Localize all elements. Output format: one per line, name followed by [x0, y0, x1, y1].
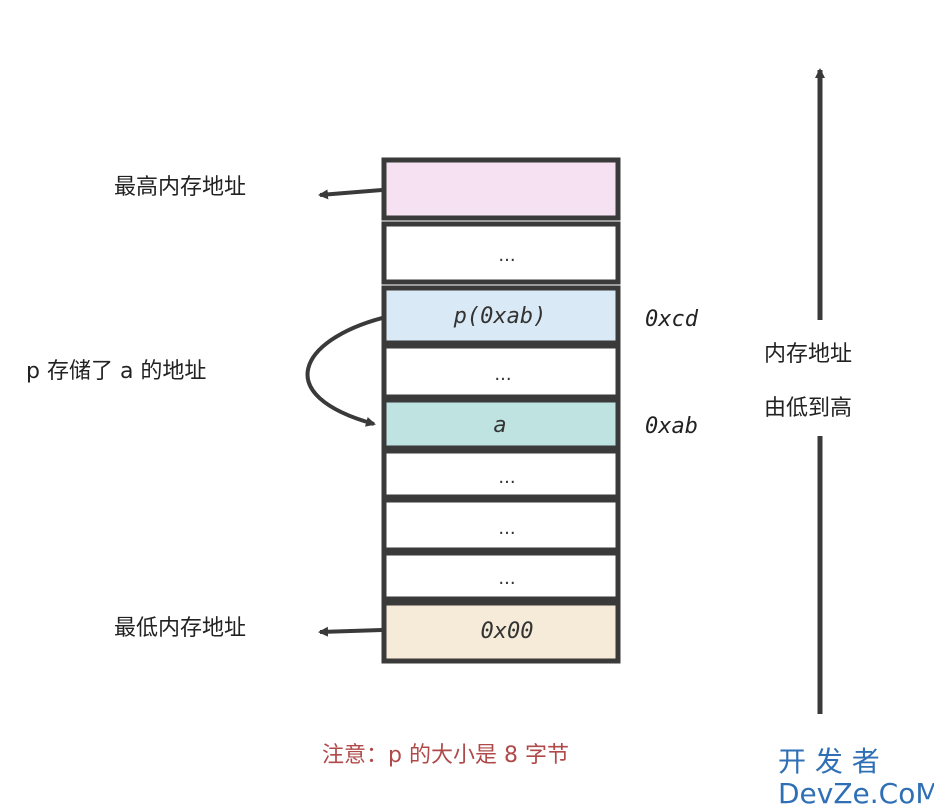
pointer-curve-arrow: [305, 316, 383, 427]
cell-box: [381, 397, 621, 451]
memory-cell-gap-2: ...: [381, 343, 621, 400]
cell-box: [381, 157, 621, 221]
cell-label: a: [493, 413, 506, 438]
memory-cell-gap-1: ...: [381, 221, 621, 285]
cell-box: [381, 497, 621, 553]
cell-label: p(0xab): [453, 304, 547, 329]
watermark-domain: DevZe.CoM: [778, 777, 934, 810]
cell-box: [381, 285, 621, 346]
memory-cell-gap-4: ...: [381, 497, 621, 553]
highest-address-arrow: [318, 188, 383, 200]
lowest-address-arrow: [318, 626, 383, 637]
highest-address-label: 最高内存地址: [114, 175, 246, 200]
direction-label-line-1: 内存地址: [764, 342, 852, 367]
cell-ellipsis: ...: [498, 245, 515, 266]
memory-cell-pointer-p: p(0xab): [381, 285, 621, 346]
memory-cell-gap-5: ...: [381, 550, 621, 602]
lowest-address-label: 最低内存地址: [114, 616, 246, 641]
memory-cell-top: [381, 157, 621, 221]
cell-box: [381, 448, 621, 500]
cell-box: [381, 600, 621, 664]
cell-label: 0x00: [481, 619, 534, 644]
cell-box: [381, 550, 621, 602]
pointer-description: p 存储了 a 的地址: [26, 359, 206, 384]
direction-label-line-2: 由低到高: [764, 396, 852, 421]
memory-cell-bottom: 0x00: [381, 600, 621, 664]
cell-ellipsis: ...: [494, 364, 511, 385]
watermark-title: 开 发 者: [778, 745, 880, 778]
cell-box: [381, 221, 621, 285]
size-note: 注意：p 的大小是 8 字节: [322, 743, 569, 768]
cell-ellipsis: ...: [498, 568, 515, 589]
cell-box: [381, 343, 621, 400]
cell-ellipsis: ...: [498, 518, 515, 539]
memory-stack: ... p(0xab) ... a ... ... ... 0x00: [381, 157, 621, 664]
memory-cell-variable-a: a: [381, 397, 621, 451]
address-of-p: 0xcd: [645, 307, 699, 332]
address-of-a: 0xab: [645, 414, 698, 439]
cell-ellipsis: ...: [498, 467, 515, 488]
memory-cell-gap-3: ...: [381, 448, 621, 500]
